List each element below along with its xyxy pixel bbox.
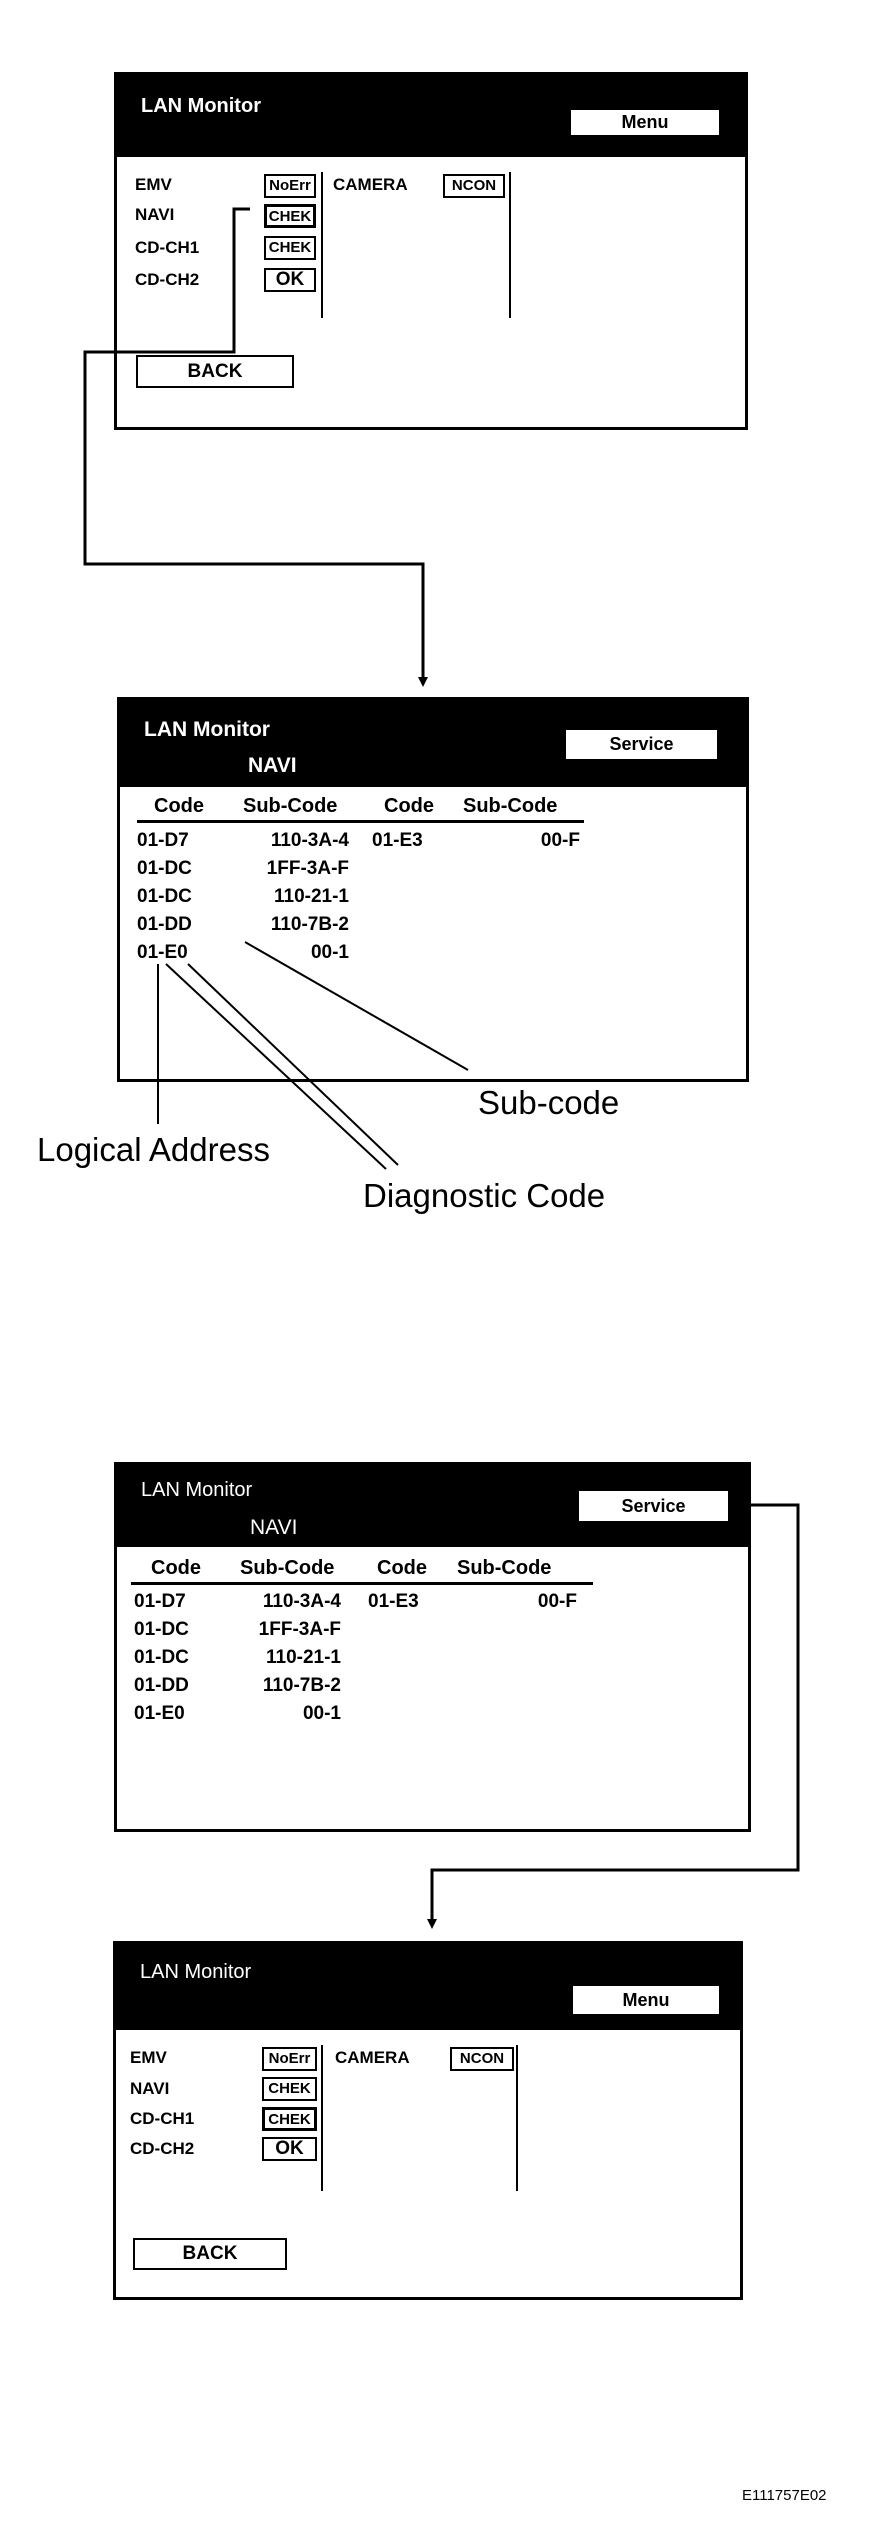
sub-code-cell: 1FF-3A-F: [266, 858, 349, 879]
title-bar: LAN Monitor NAVI Service: [120, 700, 746, 787]
leader-line-diagnostic-code-b: [187, 963, 399, 1166]
service-button[interactable]: Service: [577, 1489, 730, 1523]
screen-subtitle: NAVI: [248, 754, 297, 777]
column-divider: [321, 172, 323, 318]
device-label-cd-ch1: CD-CH1: [130, 2109, 195, 2128]
sub-code-cell: 110-3A-4: [262, 1591, 341, 1612]
diagnostic-code-cell: 01-D7: [134, 1591, 186, 1612]
diagnostic-code-cell: 01-DC: [137, 858, 192, 879]
device-label-camera: CAMERA: [333, 175, 408, 194]
callout-logical-address: Logical Address: [37, 1131, 270, 1168]
lan-monitor-service-screen-2: LAN Monitor NAVI Service Code Sub-Code C…: [114, 1462, 751, 1832]
sub-code-cell: 00-F: [537, 1591, 577, 1612]
column-header: Sub-Code: [240, 1557, 335, 1579]
header-underline: [131, 1582, 593, 1585]
column-header: Sub-Code: [463, 795, 558, 817]
diagnostic-code-cell: 01-DC: [134, 1647, 189, 1668]
screen-title: LAN Monitor: [144, 718, 270, 741]
device-label-emv: EMV: [130, 2048, 167, 2067]
sub-code-cell: 110-21-1: [265, 1647, 341, 1668]
menu-button[interactable]: Menu: [569, 108, 721, 137]
sub-code-cell: 1FF-3A-F: [258, 1619, 341, 1640]
screen-title: LAN Monitor: [141, 95, 261, 117]
callout-diagnostic-code: Diagnostic Code: [363, 1177, 606, 1214]
title-bar: LAN Monitor Menu: [117, 75, 745, 157]
device-label-cd-ch2: CD-CH2: [130, 2139, 195, 2158]
status-badge-cd-ch2[interactable]: OK: [264, 268, 316, 292]
column-divider: [321, 2045, 323, 2191]
column-header: Code: [151, 1557, 201, 1579]
status-badge-camera[interactable]: NCON: [443, 174, 505, 198]
diagnostic-code-cell: 01-E0: [134, 1703, 185, 1724]
back-button[interactable]: BACK: [136, 355, 294, 388]
status-badge-cd-ch1[interactable]: CHEK: [264, 236, 316, 260]
column-header: Code: [377, 1557, 427, 1579]
column-divider: [509, 172, 511, 318]
device-label-emv: EMV: [135, 175, 172, 194]
sub-code-cell: 00-1: [302, 1703, 341, 1724]
diagnostic-code-cell: 01-E3: [368, 1591, 419, 1612]
menu-button[interactable]: Menu: [571, 1984, 721, 2016]
device-label-cd-ch2: CD-CH2: [135, 270, 200, 289]
lan-monitor-menu-screen-bottom: LAN Monitor Menu EMV NAVI CD-CH1 CD-CH2 …: [113, 1941, 743, 2300]
device-label-camera: CAMERA: [335, 2048, 410, 2067]
leader-line-sub-code: [244, 941, 469, 1071]
column-header: Code: [384, 795, 434, 817]
sub-code-cell: 110-3A-4: [270, 830, 349, 851]
header-underline: [137, 820, 584, 823]
title-bar: LAN Monitor Menu: [116, 1944, 740, 2030]
column-header: Code: [154, 795, 204, 817]
diagnostic-code-cell: 01-DD: [137, 914, 192, 935]
status-badge-cd-ch1[interactable]: CHEK: [262, 2107, 317, 2131]
sub-code-cell: 110-21-1: [273, 886, 349, 907]
status-badge-emv[interactable]: NoErr: [264, 174, 316, 198]
device-label-navi: NAVI: [130, 2079, 170, 2098]
flow-arrow-service-to-menu: [427, 1503, 800, 1929]
screen-title: LAN Monitor: [140, 1961, 252, 1983]
column-header: Sub-Code: [243, 795, 338, 817]
device-label-cd-ch1: CD-CH1: [135, 238, 200, 257]
diagnostic-code-cell: 01-DC: [134, 1619, 189, 1640]
screen-subtitle: NAVI: [250, 1516, 298, 1539]
lan-monitor-menu-screen-top: LAN Monitor Menu EMV NAVI CD-CH1 CD-CH2 …: [114, 72, 748, 430]
diagnostic-code-cell: 01-DD: [134, 1675, 189, 1696]
callout-sub-code: Sub-code: [478, 1084, 620, 1121]
lan-monitor-service-screen-1: LAN Monitor NAVI Service Code Sub-Code C…: [117, 697, 749, 1082]
figure-id: E111757E02: [742, 2487, 827, 2504]
status-badge-cd-ch2[interactable]: OK: [262, 2137, 317, 2161]
column-header: Sub-Code: [457, 1557, 552, 1579]
screen-title: LAN Monitor: [141, 1479, 253, 1501]
service-button[interactable]: Service: [564, 728, 719, 761]
diagnostic-code-cell: 01-E0: [137, 942, 188, 963]
column-divider: [516, 2045, 518, 2191]
diagnostic-code-cell: 01-DC: [137, 886, 192, 907]
sub-code-cell: 110-7B-2: [270, 914, 349, 935]
status-badge-emv[interactable]: NoErr: [262, 2047, 317, 2071]
title-bar: LAN Monitor NAVI Service: [117, 1465, 748, 1547]
flow-arrow-navi-to-service: [83, 207, 428, 687]
diagnostic-code-cell: 01-E3: [372, 830, 423, 851]
device-label-navi: NAVI: [135, 205, 175, 224]
sub-code-cell: 00-1: [310, 942, 349, 963]
status-badge-camera[interactable]: NCON: [450, 2047, 514, 2071]
back-button[interactable]: BACK: [133, 2238, 287, 2270]
sub-code-cell: 00-F: [540, 830, 580, 851]
status-badge-navi[interactable]: CHEK: [264, 204, 316, 228]
diagnostic-code-cell: 01-D7: [137, 830, 189, 851]
sub-code-cell: 110-7B-2: [262, 1675, 341, 1696]
status-badge-navi[interactable]: CHEK: [262, 2077, 317, 2101]
leader-line-diagnostic-code-a: [165, 963, 387, 1170]
